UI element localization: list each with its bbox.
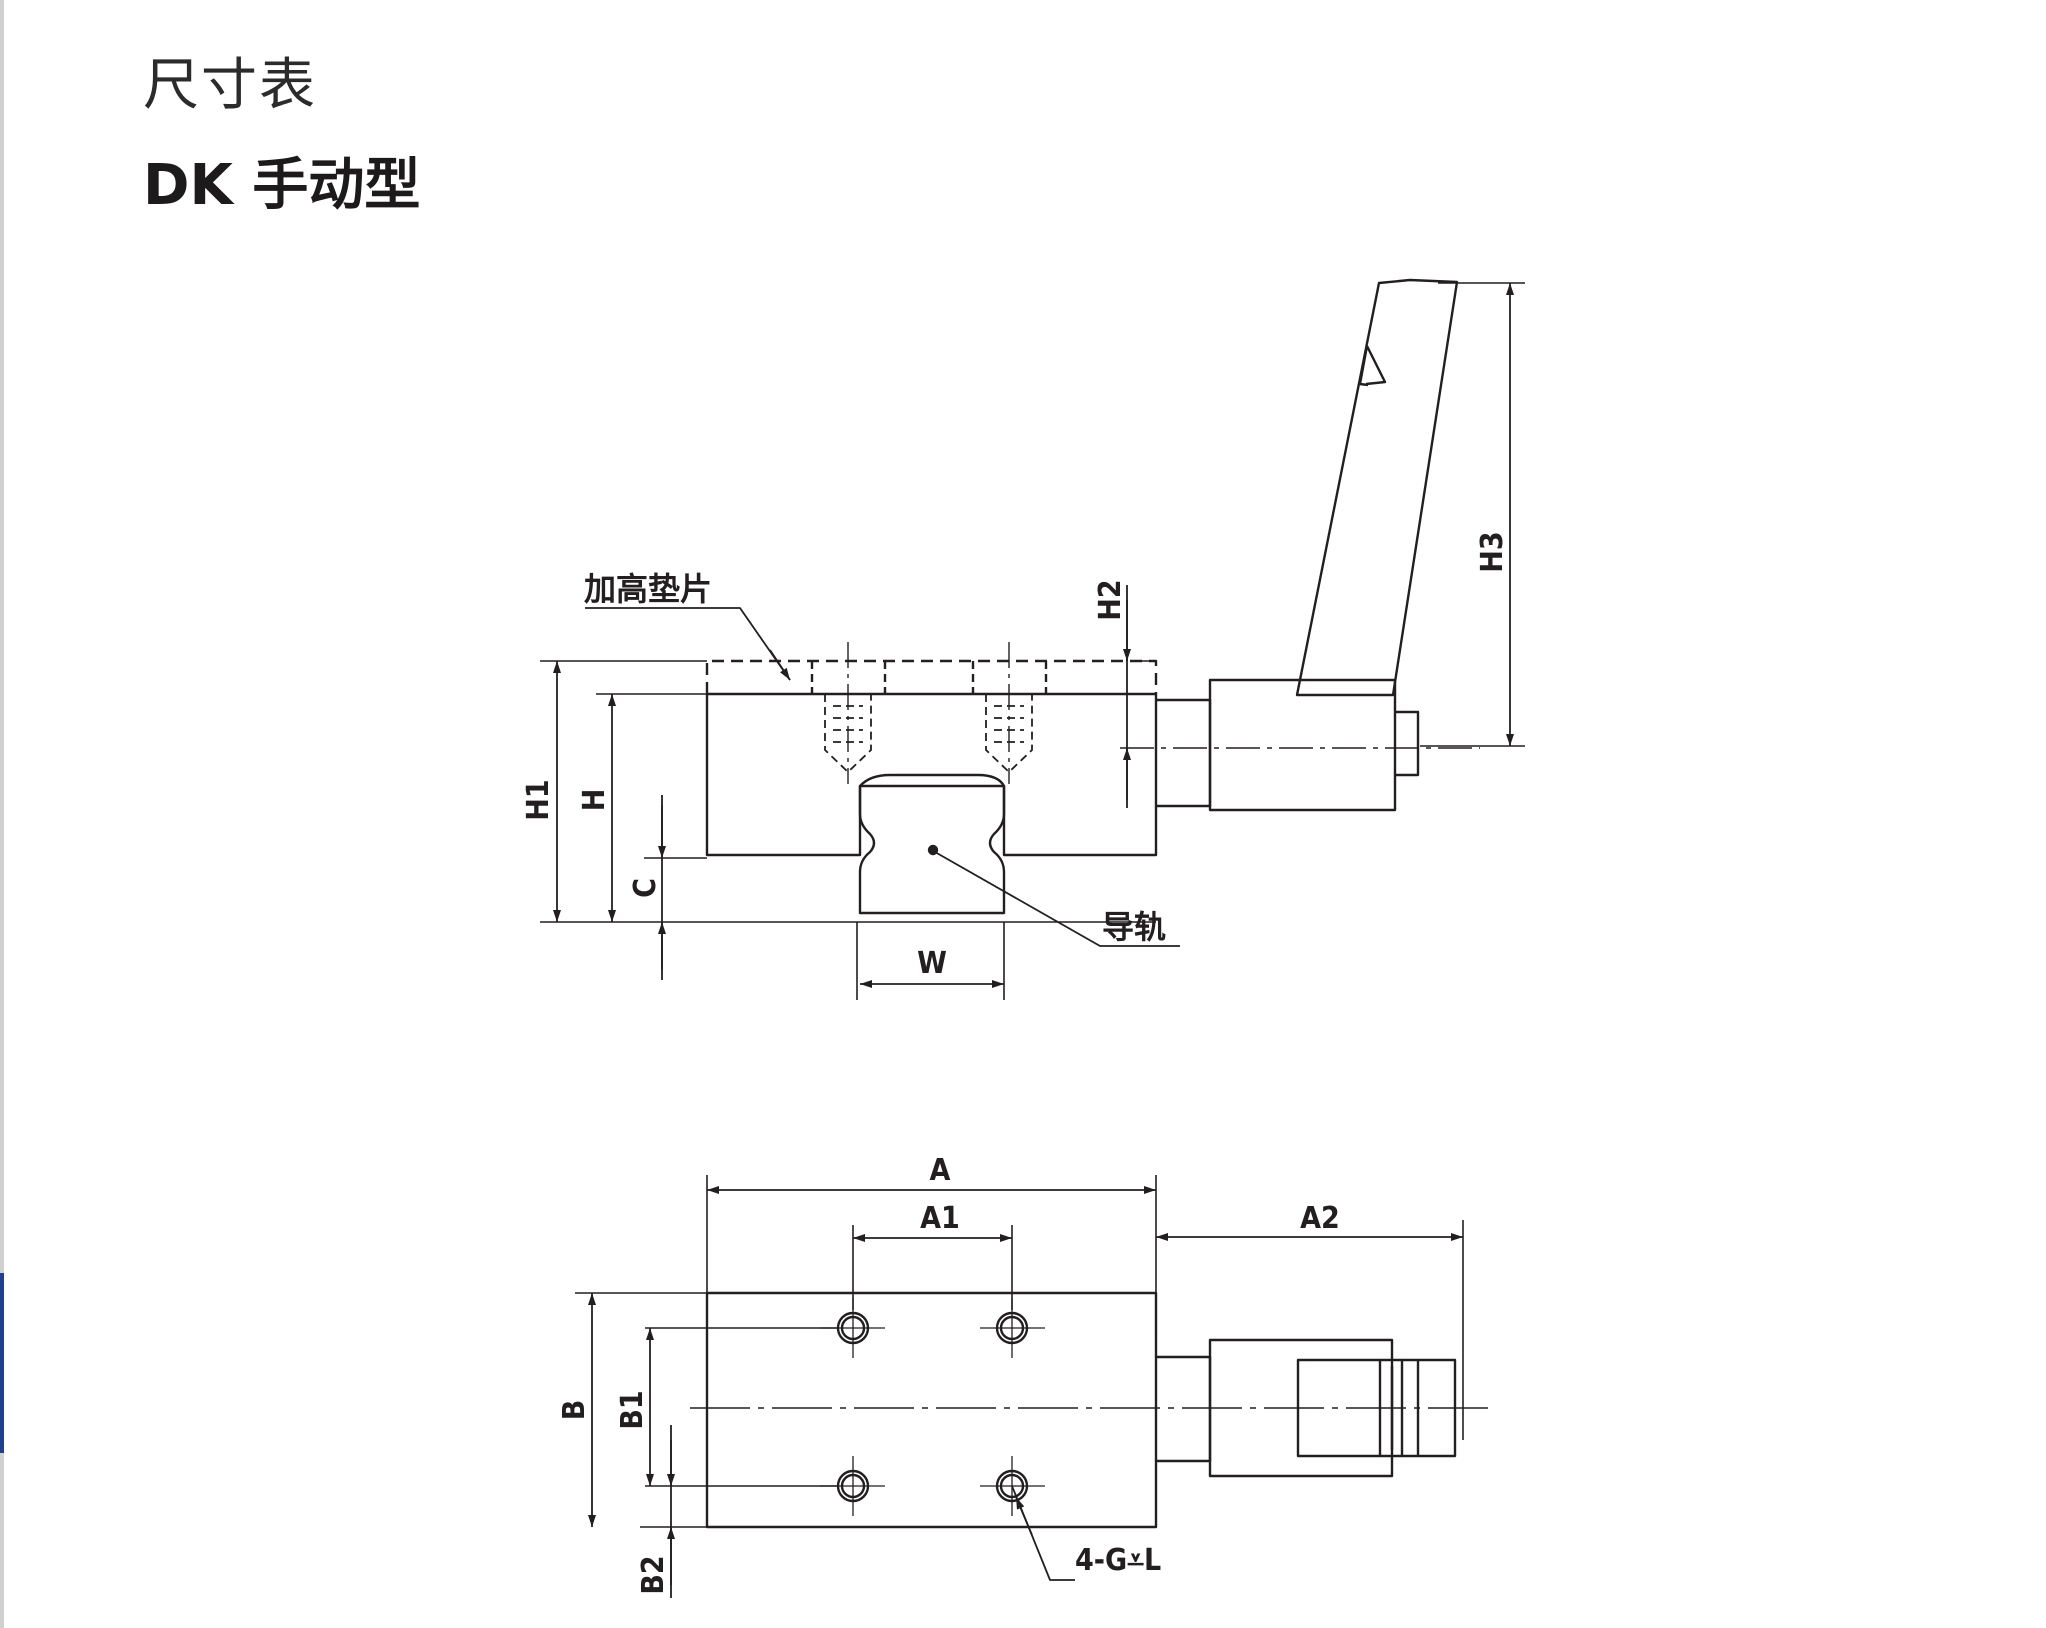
lever-handle-detail [1358,345,1369,387]
spacer-plate-outline [705,659,1158,694]
dim-h1-label: H1 [521,779,556,820]
spacer-leader [585,607,791,681]
holes-spec-label: 4-G⩡L [1075,1543,1161,1578]
lever-handle [1295,278,1459,697]
hole-centerlines [847,642,1010,784]
rail-label: 导轨 [1102,908,1166,946]
top-shaft-collar [1156,1355,1212,1463]
dim-w-label: W [917,946,947,981]
dim-b-label: B [557,1400,592,1421]
counterbore-right [971,661,1048,694]
hole-centerlines-top [820,1298,1045,1516]
left-accent-bar [0,1273,4,1453]
handle-hub [1208,678,1397,812]
dim-b2-label: B2 [636,1555,671,1594]
dim-a1-label: A1 [920,1201,960,1236]
front-view [540,278,1525,1000]
dim-c-label: C [628,878,663,898]
dim-a2-label: A2 [1300,1201,1340,1236]
dim-h3-label: H3 [1475,531,1510,572]
holes-leader [1011,1485,1075,1581]
spacer-label: 加高垫片 [584,570,712,608]
top-view [575,1175,1495,1598]
top-clamp-body [705,1291,1158,1529]
left-page-rule [0,0,4,1628]
front-extension-lines [540,282,1525,1000]
dim-b1-label: B1 [615,1390,650,1429]
handle-cap [1395,710,1420,777]
counterbore-left [810,661,887,694]
shaft-collar [1156,698,1212,808]
model-subheading: DK 手动型 [143,153,421,218]
dim-h2-label: H2 [1093,579,1128,620]
top-handle-hub [1208,1338,1394,1478]
dim-a-label: A [930,1153,951,1188]
rail-leader [934,851,1180,947]
dim-h-label: H [577,789,612,812]
page-heading: 尺寸表 [143,53,317,118]
guide-rail-profile [858,773,1006,915]
